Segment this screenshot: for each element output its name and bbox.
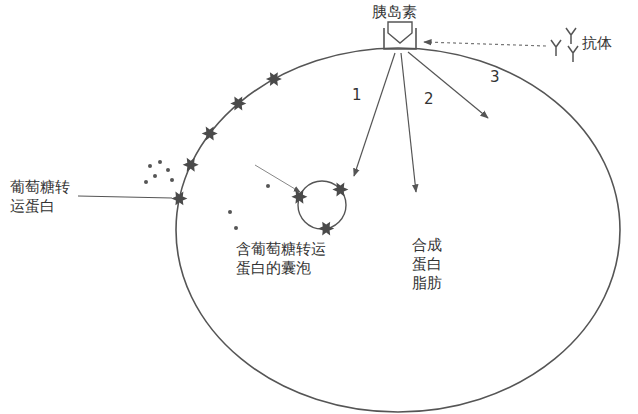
callout-number: 1 xyxy=(352,86,362,105)
callout-number: 3 xyxy=(490,68,500,87)
antibody-label: 抗体 xyxy=(582,34,612,53)
hormone-label: 胰岛素 xyxy=(372,3,417,22)
transporter-protein xyxy=(230,97,246,111)
transporter-protein xyxy=(171,192,187,206)
transporter-protein xyxy=(332,183,348,197)
transporter-protein xyxy=(291,190,307,204)
glucose-dots xyxy=(144,160,270,230)
pathway-arrow xyxy=(354,53,395,176)
insulin-molecule xyxy=(388,22,412,43)
callout-number: 2 xyxy=(424,90,434,109)
pathway-arrow xyxy=(401,53,416,192)
transporter-protein xyxy=(318,222,334,236)
antibody-arrow xyxy=(424,42,546,46)
leader-line xyxy=(78,196,172,198)
transporter-protein xyxy=(202,127,218,141)
transporter-protein xyxy=(266,72,282,86)
process-label: 合成蛋白脂肪 xyxy=(412,236,442,292)
structure-label: 含葡萄糖转运蛋白的囊泡 xyxy=(236,240,326,278)
pathway-arrow xyxy=(408,52,488,118)
antibody-symbols xyxy=(551,28,578,62)
transporter-protein xyxy=(183,158,199,172)
structure-label: 葡萄糖转运蛋白 xyxy=(10,178,70,216)
cell-membrane xyxy=(176,48,620,412)
transporter-group xyxy=(171,72,348,235)
transport-arrow xyxy=(255,165,300,192)
